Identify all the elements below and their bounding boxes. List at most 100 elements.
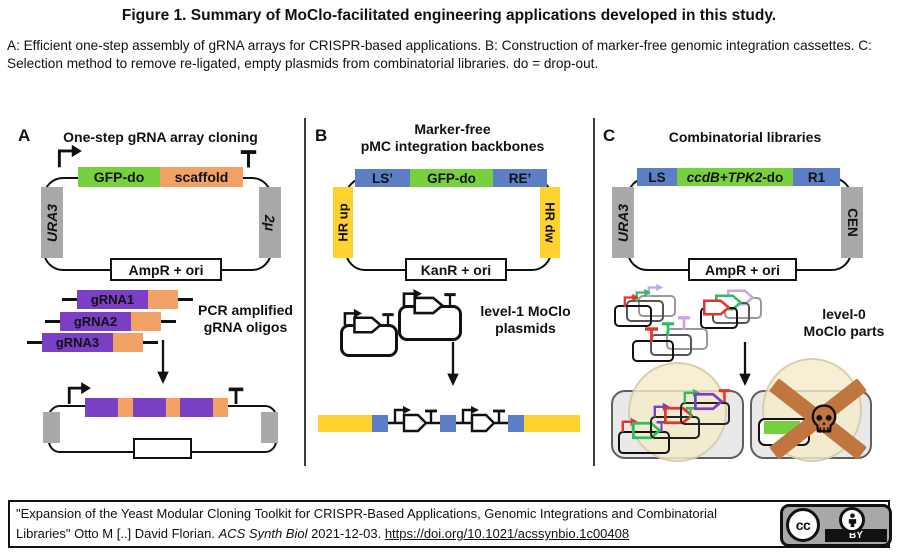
hr-up-box: HR up bbox=[333, 187, 353, 258]
ampr-ori-box: AmpR + ori bbox=[110, 258, 222, 281]
attribution-person-icon bbox=[839, 507, 865, 533]
panel-c-title: Combinatorial libraries bbox=[668, 129, 822, 145]
panel-b-letter: B bbox=[315, 126, 328, 145]
panel-b-title: Marker-free pMC integration backbones bbox=[360, 121, 545, 154]
cell-blob bbox=[628, 362, 727, 462]
citation-journal: ACS Synth Biol bbox=[218, 526, 308, 542]
dropout-suffix: -do bbox=[762, 169, 784, 185]
grna-segment bbox=[133, 398, 166, 417]
citation-title: "Expansion of the Yeast Modular Cloning … bbox=[16, 506, 717, 542]
cc-logo-icon: cc bbox=[786, 508, 820, 542]
panel-divider bbox=[304, 118, 306, 466]
scaffold-segment bbox=[166, 398, 180, 417]
citation-authors: Otto M [..] David Florian. bbox=[74, 526, 219, 542]
promoter-icon bbox=[647, 283, 663, 298]
ampr-ori-box: AmpR + ori bbox=[688, 258, 797, 281]
grna3-box: gRNA3 bbox=[42, 333, 113, 352]
kanr-ori-box: KanR + ori bbox=[405, 258, 507, 281]
ls-site-box: LS bbox=[637, 168, 677, 186]
transcription-unit-icon bbox=[456, 406, 508, 433]
level0-part-plasmid bbox=[650, 334, 692, 356]
ccdb-tpk2-dropout-box: ccdB+TPK2-do bbox=[677, 168, 793, 186]
level1-plasmid bbox=[398, 288, 462, 341]
oligo-line bbox=[143, 341, 158, 344]
terminator-icon bbox=[661, 322, 675, 336]
linker-block bbox=[508, 415, 524, 432]
by-label: BY bbox=[825, 529, 887, 542]
citation-bar: "Expansion of the Yeast Modular Cloning … bbox=[8, 500, 892, 548]
oligo-line bbox=[45, 320, 60, 323]
scaffold-segment bbox=[213, 398, 228, 417]
hr-dw-box: HR dw bbox=[540, 187, 560, 258]
transcription-unit-icon bbox=[388, 406, 440, 433]
marker-block bbox=[261, 412, 278, 443]
terminator-icon bbox=[685, 406, 696, 418]
cen-marker-box: CEN bbox=[841, 187, 863, 258]
grna1-box: gRNA1 bbox=[77, 290, 148, 309]
down-arrow-icon bbox=[447, 342, 459, 386]
level0-part-plasmid bbox=[626, 300, 664, 322]
terminator-icon bbox=[444, 293, 456, 306]
figure-title: Figure 1. Summary of MoClo-facilitated e… bbox=[121, 7, 777, 24]
down-arrow-icon bbox=[157, 340, 169, 384]
r1-site-box: R1 bbox=[793, 168, 840, 186]
scaffold-segment bbox=[118, 398, 133, 417]
terminator-icon bbox=[645, 327, 658, 342]
assembled-plasmid bbox=[618, 431, 670, 454]
oligo-line bbox=[62, 298, 77, 301]
hr-homology-block bbox=[524, 415, 580, 432]
down-arrow-icon bbox=[739, 342, 751, 386]
hr-homology-block bbox=[318, 415, 372, 432]
panel-a-note: PCR amplified gRNA oligos bbox=[198, 302, 293, 335]
ura3-marker-box: URA3 bbox=[612, 187, 634, 258]
grna-array-bar bbox=[85, 398, 228, 417]
level0-part-plasmid bbox=[632, 340, 674, 362]
promoter-icon bbox=[57, 144, 82, 168]
terminator-icon bbox=[718, 389, 731, 402]
gfp-dropout-box: GFP-do bbox=[410, 169, 493, 187]
oligo-line bbox=[27, 341, 42, 344]
plasmid-b-backbone-outline bbox=[345, 177, 552, 271]
ura3-marker-box: URA3 bbox=[41, 187, 63, 258]
marker-block bbox=[43, 412, 60, 443]
terminator-icon bbox=[677, 316, 691, 330]
assembled-plasmid bbox=[650, 416, 700, 439]
assembled-plasmid bbox=[680, 402, 730, 425]
2mu-marker-box: 2μ bbox=[259, 187, 281, 258]
doi-link[interactable]: https://doi.org/10.1021/acssynbio.1c0040… bbox=[384, 526, 630, 542]
scaffold-segment bbox=[148, 290, 178, 309]
scaffold-segment bbox=[113, 333, 143, 352]
ccdb-tpk2-label: ccdB+TPK2 bbox=[686, 169, 763, 185]
terminator-icon bbox=[382, 313, 394, 326]
oligo-line bbox=[178, 298, 193, 301]
level0-part-plasmid bbox=[614, 305, 652, 327]
plasmid-a-backbone-outline bbox=[43, 177, 272, 271]
citation-date: 2021-12-03. bbox=[307, 526, 385, 542]
ls-prime-box: LS’ bbox=[355, 169, 410, 187]
scaffold-segment bbox=[131, 312, 161, 331]
gene-arrow-icon bbox=[353, 316, 382, 334]
promoter-icon bbox=[623, 293, 639, 308]
skull-icon bbox=[811, 404, 837, 433]
promoter-icon bbox=[402, 288, 422, 307]
level1-plasmid bbox=[340, 308, 402, 357]
panel-a-letter: A bbox=[18, 126, 31, 145]
grna-oligo-3: gRNA3 bbox=[27, 333, 158, 352]
gene-arrow-icon bbox=[703, 299, 730, 316]
citation-text: "Expansion of the Yeast Modular Cloning … bbox=[16, 504, 774, 544]
grna-oligo-2: gRNA2 bbox=[45, 312, 176, 331]
panel-c-letter: C bbox=[603, 126, 616, 145]
linker-block bbox=[372, 415, 388, 432]
gene-arrow-icon bbox=[632, 421, 661, 440]
cc-by-badge: BY cc bbox=[780, 504, 892, 547]
grna-oligo-1: gRNA1 bbox=[62, 290, 193, 309]
panel-b-note: level-1 MoClo plasmids bbox=[480, 303, 571, 336]
figure-caption: A: Efficient one-step assembly of gRNA a… bbox=[7, 38, 872, 71]
gene-arrow-icon bbox=[413, 296, 444, 315]
gene-arrow-icon bbox=[694, 392, 723, 411]
re-prime-box: RE’ bbox=[493, 169, 547, 187]
promoter-icon bbox=[67, 382, 91, 404]
grna-segment bbox=[85, 398, 118, 417]
grna2-box: gRNA2 bbox=[60, 312, 131, 331]
